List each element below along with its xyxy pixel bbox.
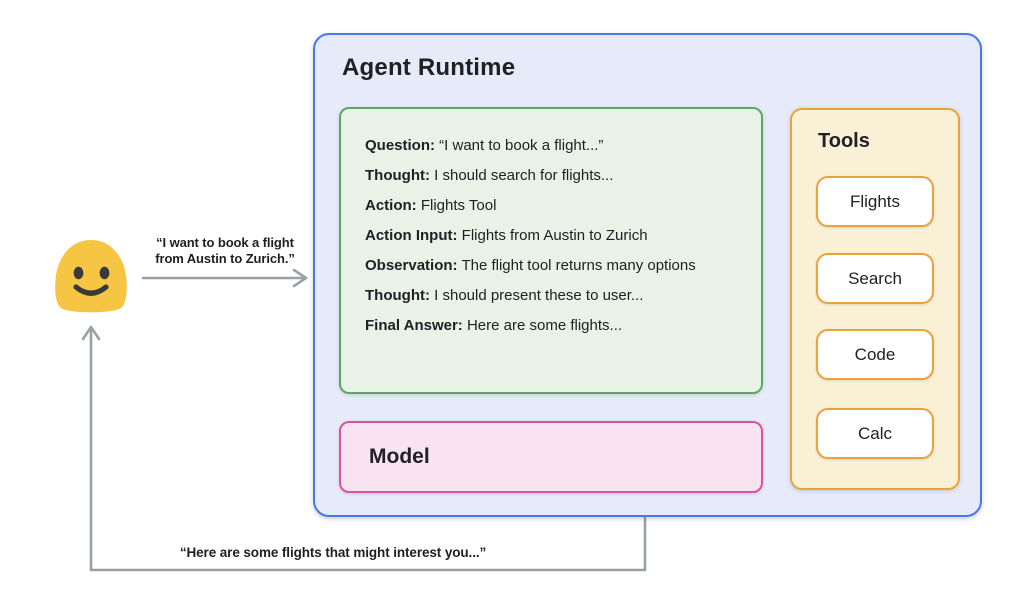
trace-text: I should search for flights... bbox=[434, 167, 614, 184]
reasoning-trace-box: Question: “I want to book a flight...” T… bbox=[339, 107, 763, 394]
trace-row-action: Action: Flights Tool bbox=[365, 191, 739, 221]
trace-text: The flight tool returns many options bbox=[461, 257, 696, 274]
trace-label: Thought: bbox=[365, 167, 430, 184]
trace-row-action-input: Action Input: Flights from Austin to Zur… bbox=[365, 221, 739, 251]
emoji-smile bbox=[73, 284, 109, 296]
trace-text: Here are some flights... bbox=[466, 317, 623, 334]
trace-text: I should present these to user... bbox=[434, 287, 644, 304]
agent-runtime-box: Agent Runtime Question: “I want to book … bbox=[313, 33, 982, 517]
request-arrow bbox=[141, 268, 308, 288]
tools-panel: Tools Flights Search Code Calc bbox=[790, 108, 960, 490]
user-emoji bbox=[55, 240, 127, 313]
tools-title: Tools bbox=[818, 130, 870, 152]
tool-button-search: Search bbox=[816, 253, 934, 304]
tool-button-code: Code bbox=[816, 329, 934, 380]
trace-text: “I want to book a flight...” bbox=[439, 137, 604, 154]
trace-text: Flights Tool bbox=[420, 197, 497, 214]
tool-button-calc: Calc bbox=[816, 408, 934, 459]
trace-label: Final Answer: bbox=[365, 317, 463, 334]
trace-row-final-answer: Final Answer: Here are some flights... bbox=[365, 311, 739, 341]
trace-label: Question: bbox=[365, 137, 435, 154]
emoji-left-eye bbox=[73, 266, 84, 280]
emoji-face bbox=[55, 240, 127, 313]
trace-row-thought-1: Thought: I should search for flights... bbox=[365, 161, 739, 191]
trace-label: Thought: bbox=[365, 287, 430, 304]
trace-row-observation: Observation: The flight tool returns man… bbox=[365, 251, 739, 281]
agent-runtime-title: Agent Runtime bbox=[342, 54, 516, 81]
trace-row-question: Question: “I want to book a flight...” bbox=[365, 131, 739, 161]
user-request-text: “I want to book a flight from Austin to … bbox=[137, 235, 313, 267]
model-box: Model bbox=[339, 421, 763, 493]
trace-label: Action: bbox=[365, 197, 417, 214]
emoji-right-eye bbox=[99, 266, 110, 280]
agent-response-text: “Here are some flights that might intere… bbox=[179, 545, 487, 560]
trace-label: Observation: bbox=[365, 257, 458, 274]
trace-row-thought-2: Thought: I should present these to user.… bbox=[365, 281, 739, 311]
user-request-line1: “I want to book a flight bbox=[156, 235, 294, 250]
model-label: Model bbox=[369, 445, 430, 468]
trace-label: Action Input: bbox=[365, 227, 458, 244]
trace-text: Flights from Austin to Zurich bbox=[461, 227, 648, 244]
user-request-line2: from Austin to Zurich.” bbox=[155, 251, 295, 266]
tool-button-flights: Flights bbox=[816, 176, 934, 227]
